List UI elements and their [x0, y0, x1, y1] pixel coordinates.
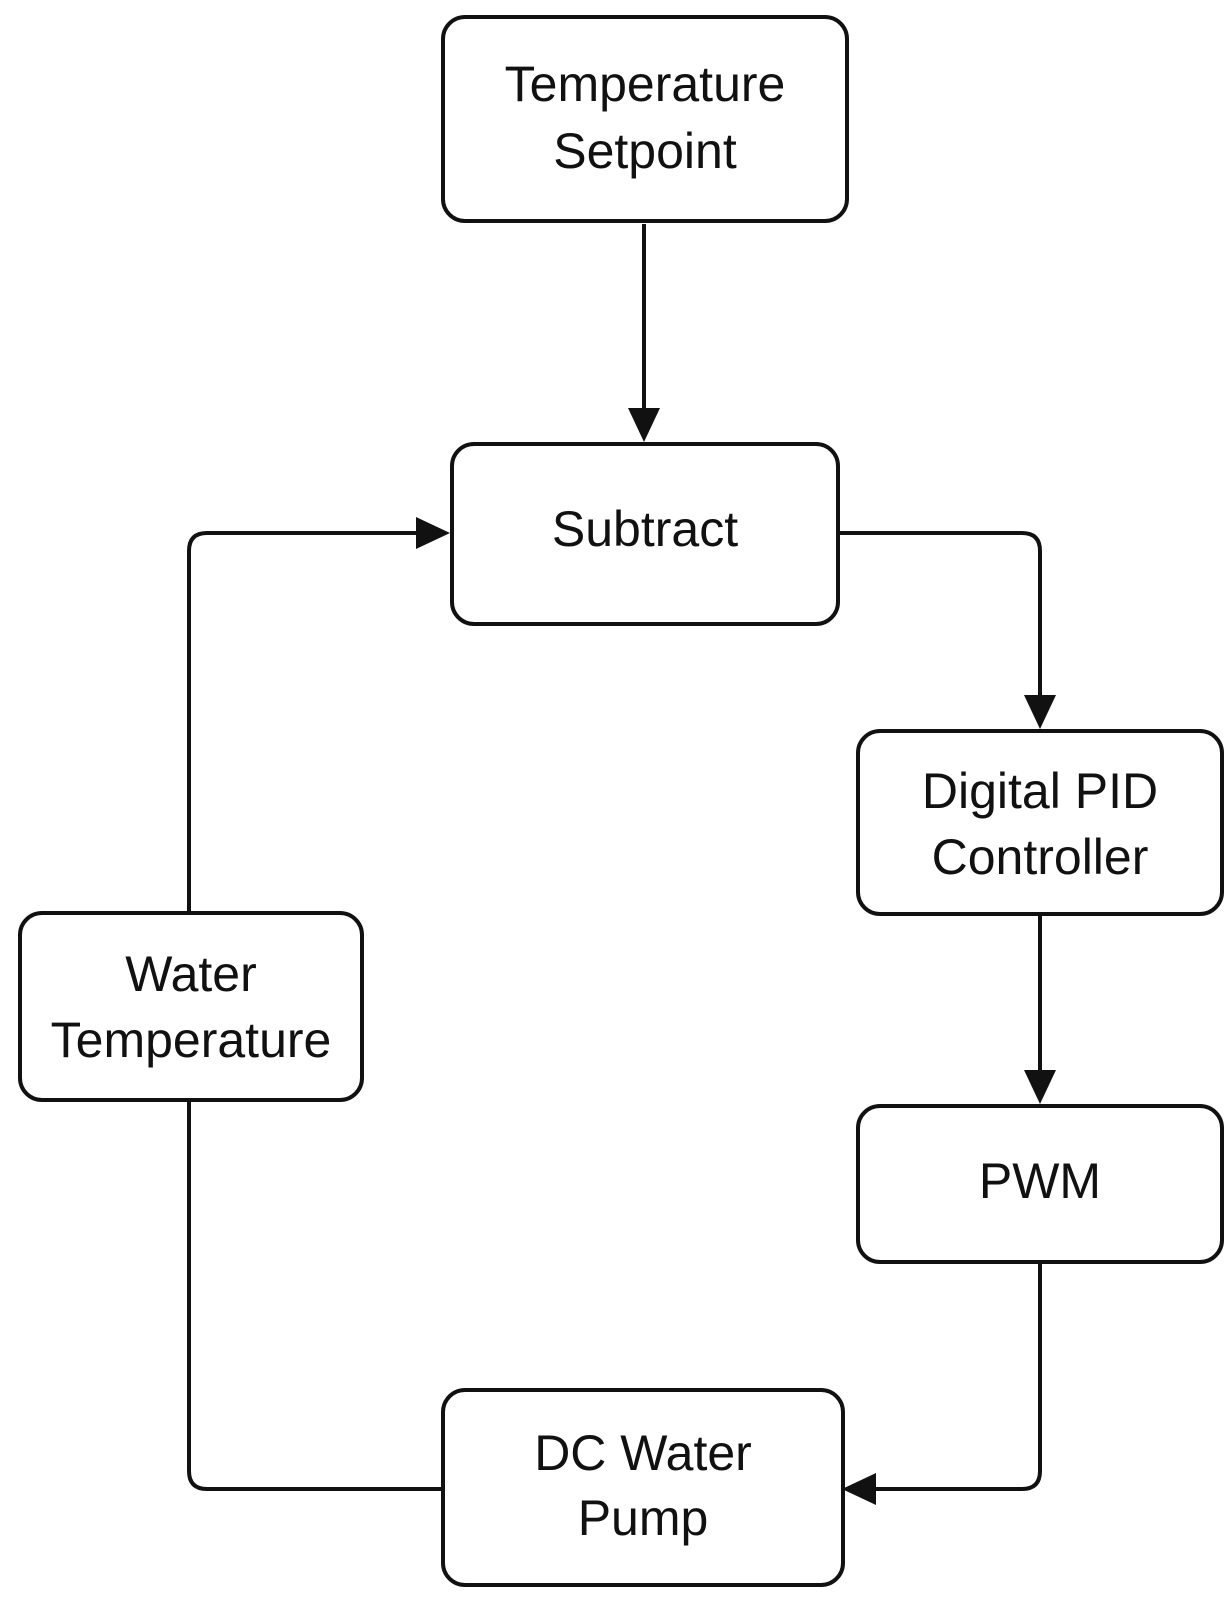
- arrowhead-icon: [416, 517, 450, 549]
- node-temperature-setpoint: Temperature Setpoint: [441, 15, 849, 223]
- node-label-line: Setpoint: [553, 123, 737, 179]
- edge-pump-to-water-temperature: [187, 1100, 442, 1491]
- node-label-line: Pump: [578, 1490, 709, 1546]
- node-label-line: DC Water: [534, 1425, 752, 1481]
- node-label-line: Controller: [932, 829, 1149, 885]
- node-label-line: Water: [125, 946, 257, 1002]
- node-digital-pid-controller: Digital PID Controller: [856, 729, 1224, 916]
- node-dc-water-pump: DC Water Pump: [441, 1388, 845, 1587]
- edge-pwm-to-pump: [842, 1262, 1042, 1505]
- node-label-line: PWM: [979, 1153, 1101, 1209]
- node-pwm: PWM: [856, 1104, 1224, 1264]
- edge-water-temperature-to-subtract: [187, 517, 450, 913]
- edge-pid-to-pwm: [1024, 914, 1056, 1104]
- node-label-line: Temperature: [505, 56, 786, 112]
- arrowhead-icon: [842, 1473, 876, 1505]
- node-label-line: Temperature: [51, 1012, 332, 1068]
- edge-setpoint-to-subtract: [628, 224, 660, 442]
- arrowhead-icon: [1024, 1070, 1056, 1104]
- arrowhead-icon: [628, 408, 660, 442]
- node-water-temperature: Water Temperature: [18, 911, 364, 1102]
- node-label-line: Subtract: [552, 501, 738, 557]
- edge-subtract-to-pid: [838, 531, 1056, 729]
- arrowhead-icon: [1024, 695, 1056, 729]
- edges: [187, 224, 1056, 1505]
- node-label-line: Digital PID: [922, 763, 1158, 819]
- node-subtract: Subtract: [450, 442, 840, 626]
